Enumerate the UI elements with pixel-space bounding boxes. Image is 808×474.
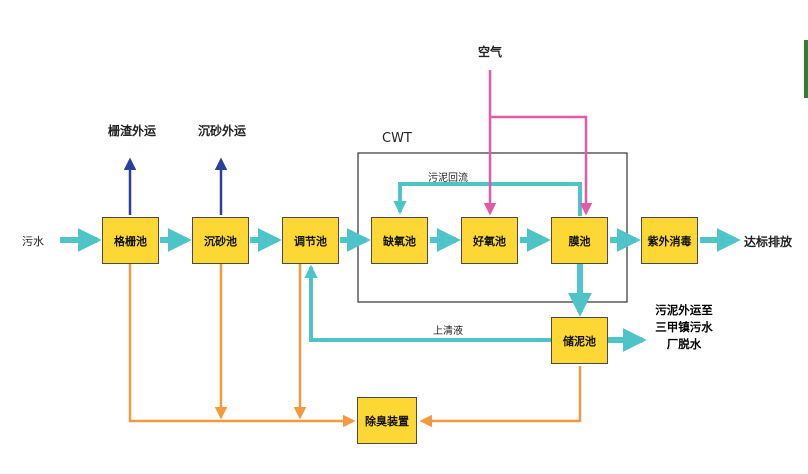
odor-lines	[128, 264, 582, 428]
membrane-tank: 膜池	[551, 217, 608, 264]
sludge-out-label: 污泥外运至三甲镇污水厂脱水	[655, 303, 713, 351]
aerobic-tank: 好氧池	[461, 217, 518, 264]
equalization-tank: 调节池	[282, 217, 339, 264]
input-label: 污水	[22, 235, 44, 248]
anoxic-tank: 缺氧池	[371, 217, 428, 264]
deodorization-unit: 除臭装置	[357, 397, 417, 444]
uv-disinfection: 紫外消毒	[641, 217, 698, 264]
screen-waste-label: 栅渣外运	[108, 124, 157, 138]
supernatant-line	[304, 264, 552, 342]
waste-outlet-lines	[123, 157, 228, 215]
grille-tank: 格栅池	[102, 217, 159, 264]
air-lines	[483, 70, 593, 216]
air-label: 空气	[478, 45, 503, 59]
cwt-boundary	[357, 152, 628, 303]
output-label: 达标排放	[744, 235, 793, 249]
grit-waste-label: 沉砂外运	[198, 124, 247, 138]
sludge-storage-tank: 储泥池	[551, 317, 608, 364]
supernatant-label: 上清液	[433, 326, 463, 337]
cwt-label: CWT	[382, 131, 412, 146]
sludge-return-label: 污泥回流	[428, 173, 468, 184]
main-flow-arrows	[60, 228, 741, 352]
edge-strip	[804, 40, 808, 98]
grit-tank: 沉砂池	[192, 217, 249, 264]
